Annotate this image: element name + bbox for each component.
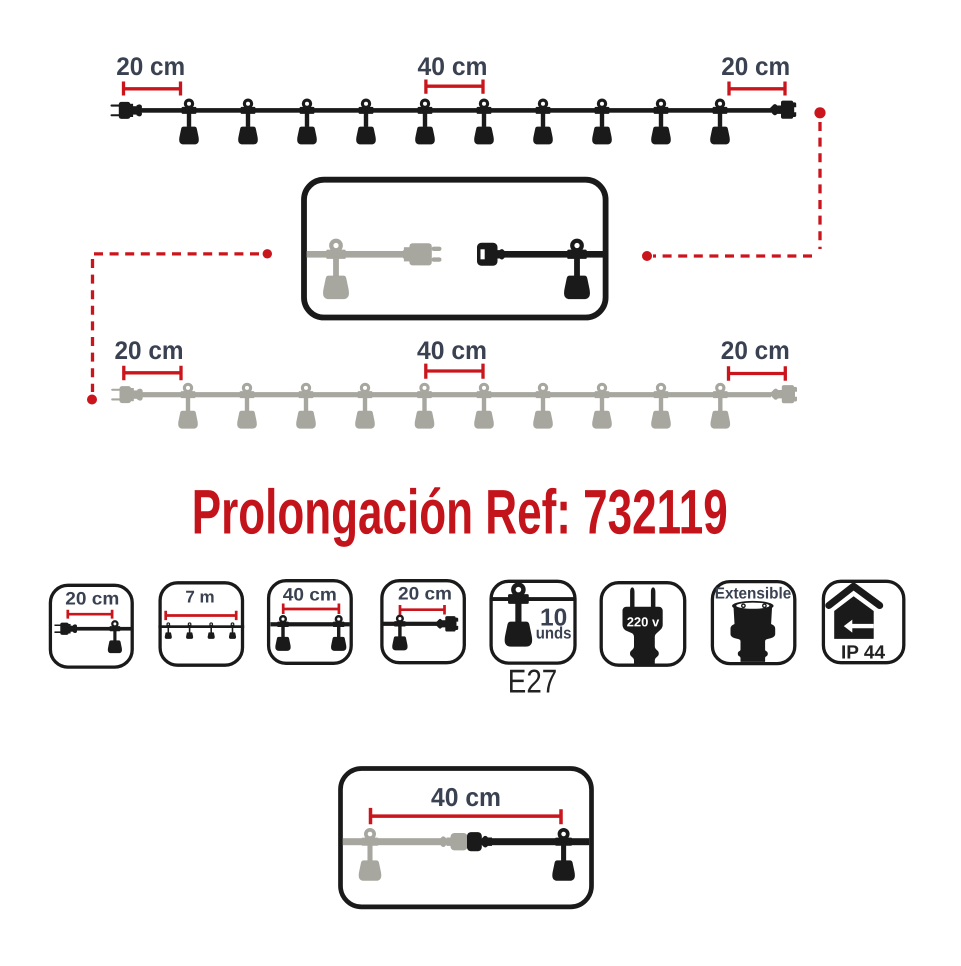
svg-text:20 cm: 20 cm: [721, 337, 790, 365]
svg-text:IP 44: IP 44: [841, 643, 885, 664]
svg-text:40 cm: 40 cm: [431, 782, 501, 812]
svg-text:unds: unds: [536, 625, 572, 643]
svg-text:Prolongación Ref: 732119: Prolongación Ref: 732119: [192, 478, 728, 548]
svg-text:220 v: 220 v: [627, 614, 660, 629]
svg-text:E27: E27: [508, 663, 557, 700]
svg-text:7 m: 7 m: [185, 588, 214, 607]
svg-text:40 cm: 40 cm: [283, 584, 337, 604]
svg-text:Extensible: Extensible: [715, 585, 792, 602]
svg-text:40 cm: 40 cm: [418, 53, 488, 81]
svg-text:20 cm: 20 cm: [721, 53, 790, 81]
svg-text:20 cm: 20 cm: [116, 53, 185, 81]
svg-text:10: 10: [540, 605, 567, 632]
svg-text:20 cm: 20 cm: [65, 589, 119, 609]
svg-text:20 cm: 20 cm: [398, 583, 452, 603]
svg-text:40 cm: 40 cm: [417, 337, 487, 365]
svg-text:20 cm: 20 cm: [115, 337, 184, 365]
